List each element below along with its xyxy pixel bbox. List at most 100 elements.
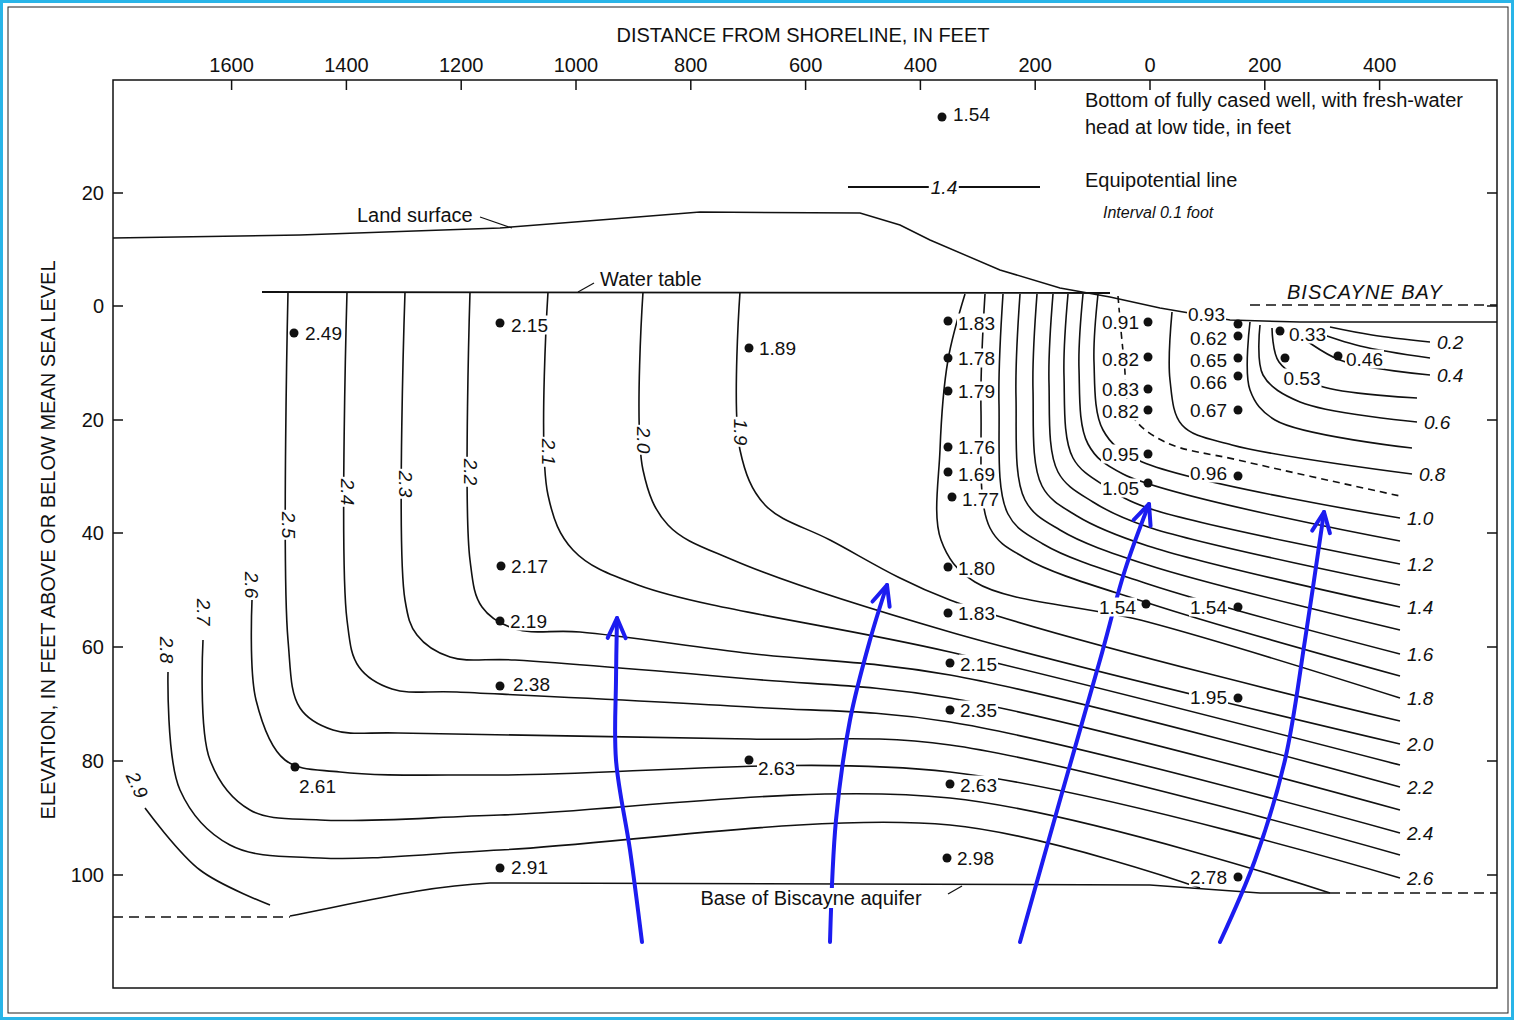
well-dot (1144, 406, 1153, 415)
well-dot (1234, 873, 1243, 882)
well-head-value: 0.83 (1101, 380, 1140, 399)
contour-label: 2.5 (279, 510, 298, 540)
well-dot (1234, 694, 1243, 703)
axis-title: ELEVATION, IN FEET ABOVE OR BELOW MEAN S… (38, 260, 58, 819)
axis-ticks (113, 80, 1497, 875)
tick-label: 400 (1363, 55, 1396, 75)
well-head-value: 1.80 (957, 559, 996, 578)
contour-label: 2.6 (242, 570, 261, 600)
well-dot (1144, 385, 1153, 394)
contour-label: 2.4 (338, 477, 357, 507)
tick-mark (113, 305, 123, 307)
well-head-value: 2.35 (959, 701, 998, 720)
tick-mark (346, 80, 348, 90)
tick-label: 200 (1248, 55, 1281, 75)
well-head-value: 1.69 (957, 465, 996, 484)
well-head-value: 0.66 (1189, 373, 1228, 392)
well-head-value: 2.61 (298, 777, 337, 796)
plot-frame (113, 80, 1497, 988)
contour-label: 2.0 (1405, 735, 1435, 754)
well-dot (290, 329, 299, 338)
well-dot (291, 763, 300, 772)
well-head-value: 1.83 (957, 604, 996, 623)
well-dot (1144, 318, 1153, 327)
well-dot (944, 354, 953, 363)
tick-label: 100 (71, 865, 104, 885)
well-head-value: 0.82 (1101, 350, 1140, 369)
well-dot (1144, 479, 1153, 488)
well-head-value: 2.78 (1189, 868, 1228, 887)
well-dot (1234, 603, 1243, 612)
water-table-line (262, 292, 1110, 293)
well-head-value: 1.79 (957, 382, 996, 401)
contour-label: 2.1 (539, 437, 558, 467)
well-dot (938, 113, 947, 122)
equipotential-line (401, 292, 1400, 810)
feature-label: Base of Biscayne aquifer (698, 888, 923, 908)
feature-label: Water table (598, 269, 704, 289)
well-head-value: 0.82 (1101, 402, 1140, 421)
well-head-value: 0.33 (1288, 325, 1327, 344)
contour-label: 0.2 (1435, 333, 1465, 352)
bay-surface-line (1250, 304, 1497, 306)
tick-mark (805, 80, 807, 90)
equipotential-lines (145, 292, 1430, 905)
tick-mark (1264, 80, 1266, 90)
well-dot (944, 563, 953, 572)
tick-mark (1487, 192, 1497, 194)
contour-label: 2.0 (634, 425, 653, 455)
tick-mark (1487, 760, 1497, 762)
tick-label: 800 (674, 55, 707, 75)
tick-mark (113, 874, 123, 876)
well-dot (1234, 372, 1243, 381)
tick-label: 80 (82, 751, 104, 771)
well-head-value: 2.63 (959, 776, 998, 795)
well-dot (496, 617, 505, 626)
contour-label: 1.6 (1405, 645, 1435, 664)
well-dot (745, 756, 754, 765)
arrow-head (1312, 512, 1330, 533)
well-dot (1234, 472, 1243, 481)
contour-label: 2.7 (194, 597, 213, 627)
well-head-value: 0.91 (1101, 313, 1140, 332)
well-head-value: 0.93 (1187, 305, 1226, 324)
tick-mark (1149, 80, 1151, 90)
equipotential-line (544, 292, 1400, 765)
well-dot (496, 682, 505, 691)
flow-arrow (1220, 512, 1324, 942)
well-head-value: 0.95 (1101, 445, 1140, 464)
well-head-value: 0.62 (1189, 329, 1228, 348)
tick-mark (920, 80, 922, 90)
contour-label: 2.2 (461, 457, 480, 487)
well-head-value: 1.54 (952, 105, 991, 124)
tick-label: 1600 (209, 55, 254, 75)
tick-mark (1379, 80, 1381, 90)
well-dot (1234, 332, 1243, 341)
well-head-value: 2.49 (304, 324, 343, 343)
axis-title: DISTANCE FROM SHORELINE, IN FEET (617, 25, 990, 45)
equipotential-line (251, 600, 1400, 878)
tick-mark (1487, 532, 1497, 534)
tick-mark (1034, 80, 1036, 90)
contour-label: 0.6 (1422, 413, 1452, 432)
well-dot (943, 854, 952, 863)
tick-mark (460, 80, 462, 90)
equipotential-line (1033, 294, 1400, 607)
well-dots (290, 113, 1343, 882)
water-body-label: BISCAYNE BAY (1285, 282, 1445, 302)
tick-label: 20 (82, 183, 104, 203)
tick-mark (1487, 419, 1497, 421)
well-head-value: 1.95 (1189, 688, 1228, 707)
tick-label: 1400 (324, 55, 369, 75)
well-head-value: 1.54 (1098, 598, 1137, 617)
leader-line (480, 217, 512, 228)
well-head-value: 2.15 (510, 316, 549, 335)
aquifer-base-dashed (1330, 892, 1497, 894)
contour-label: 2.4 (1405, 824, 1435, 843)
well-dot (1281, 354, 1290, 363)
well-dot (948, 493, 957, 502)
aquifer-base-dashed (113, 916, 290, 918)
well-head-value: 0.96 (1189, 464, 1228, 483)
aquifer-base-line (290, 883, 1330, 916)
tick-label: 20 (82, 410, 104, 430)
